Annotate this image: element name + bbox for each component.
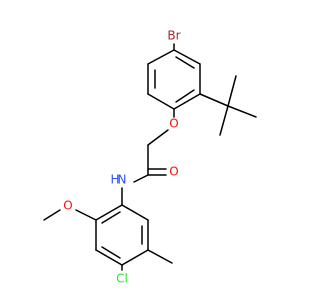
ring-b-inner-bond — [101, 246, 121, 259]
amide-nitrogen-label: N — [118, 173, 127, 187]
structure-diagram: BrO O NH O Cl — [43, 29, 257, 286]
ring-methyl-bond — [147, 249, 173, 264]
tbutyl-methyl-bond — [227, 75, 237, 107]
tbutyl-bond — [199, 93, 229, 107]
c-n-bond — [133, 174, 149, 183]
tbutyl-methyl-bond — [219, 105, 229, 136]
amide-hydrogen-label: H — [110, 173, 119, 187]
ring-a-bond — [173, 49, 201, 65]
ring-b-bond — [121, 204, 149, 221]
ring-a-inner-bond — [175, 56, 195, 69]
ring-a-bond — [173, 93, 201, 110]
ring-a-inner-bond — [175, 89, 195, 103]
ring-a-bond — [147, 93, 175, 110]
o-ch2-bond — [147, 129, 169, 146]
ring-b-inner-bond — [101, 211, 121, 224]
ring-b-bond — [121, 249, 149, 266]
ether-oxygen-label: O — [169, 117, 178, 131]
carbonyl-oxygen-label: O — [169, 165, 178, 179]
bromine-label: Br — [167, 29, 180, 43]
chlorine-label: Cl — [116, 272, 128, 286]
ring-b-bond — [95, 249, 123, 266]
c-o-methoxy-bond — [75, 209, 97, 221]
tbutyl-methyl-bond — [227, 105, 257, 118]
methoxy-oxygen-label: O — [63, 199, 72, 213]
ring-a-bond — [147, 49, 175, 65]
ring-b-bond — [95, 204, 123, 221]
o-ch3-bond — [43, 209, 61, 221]
